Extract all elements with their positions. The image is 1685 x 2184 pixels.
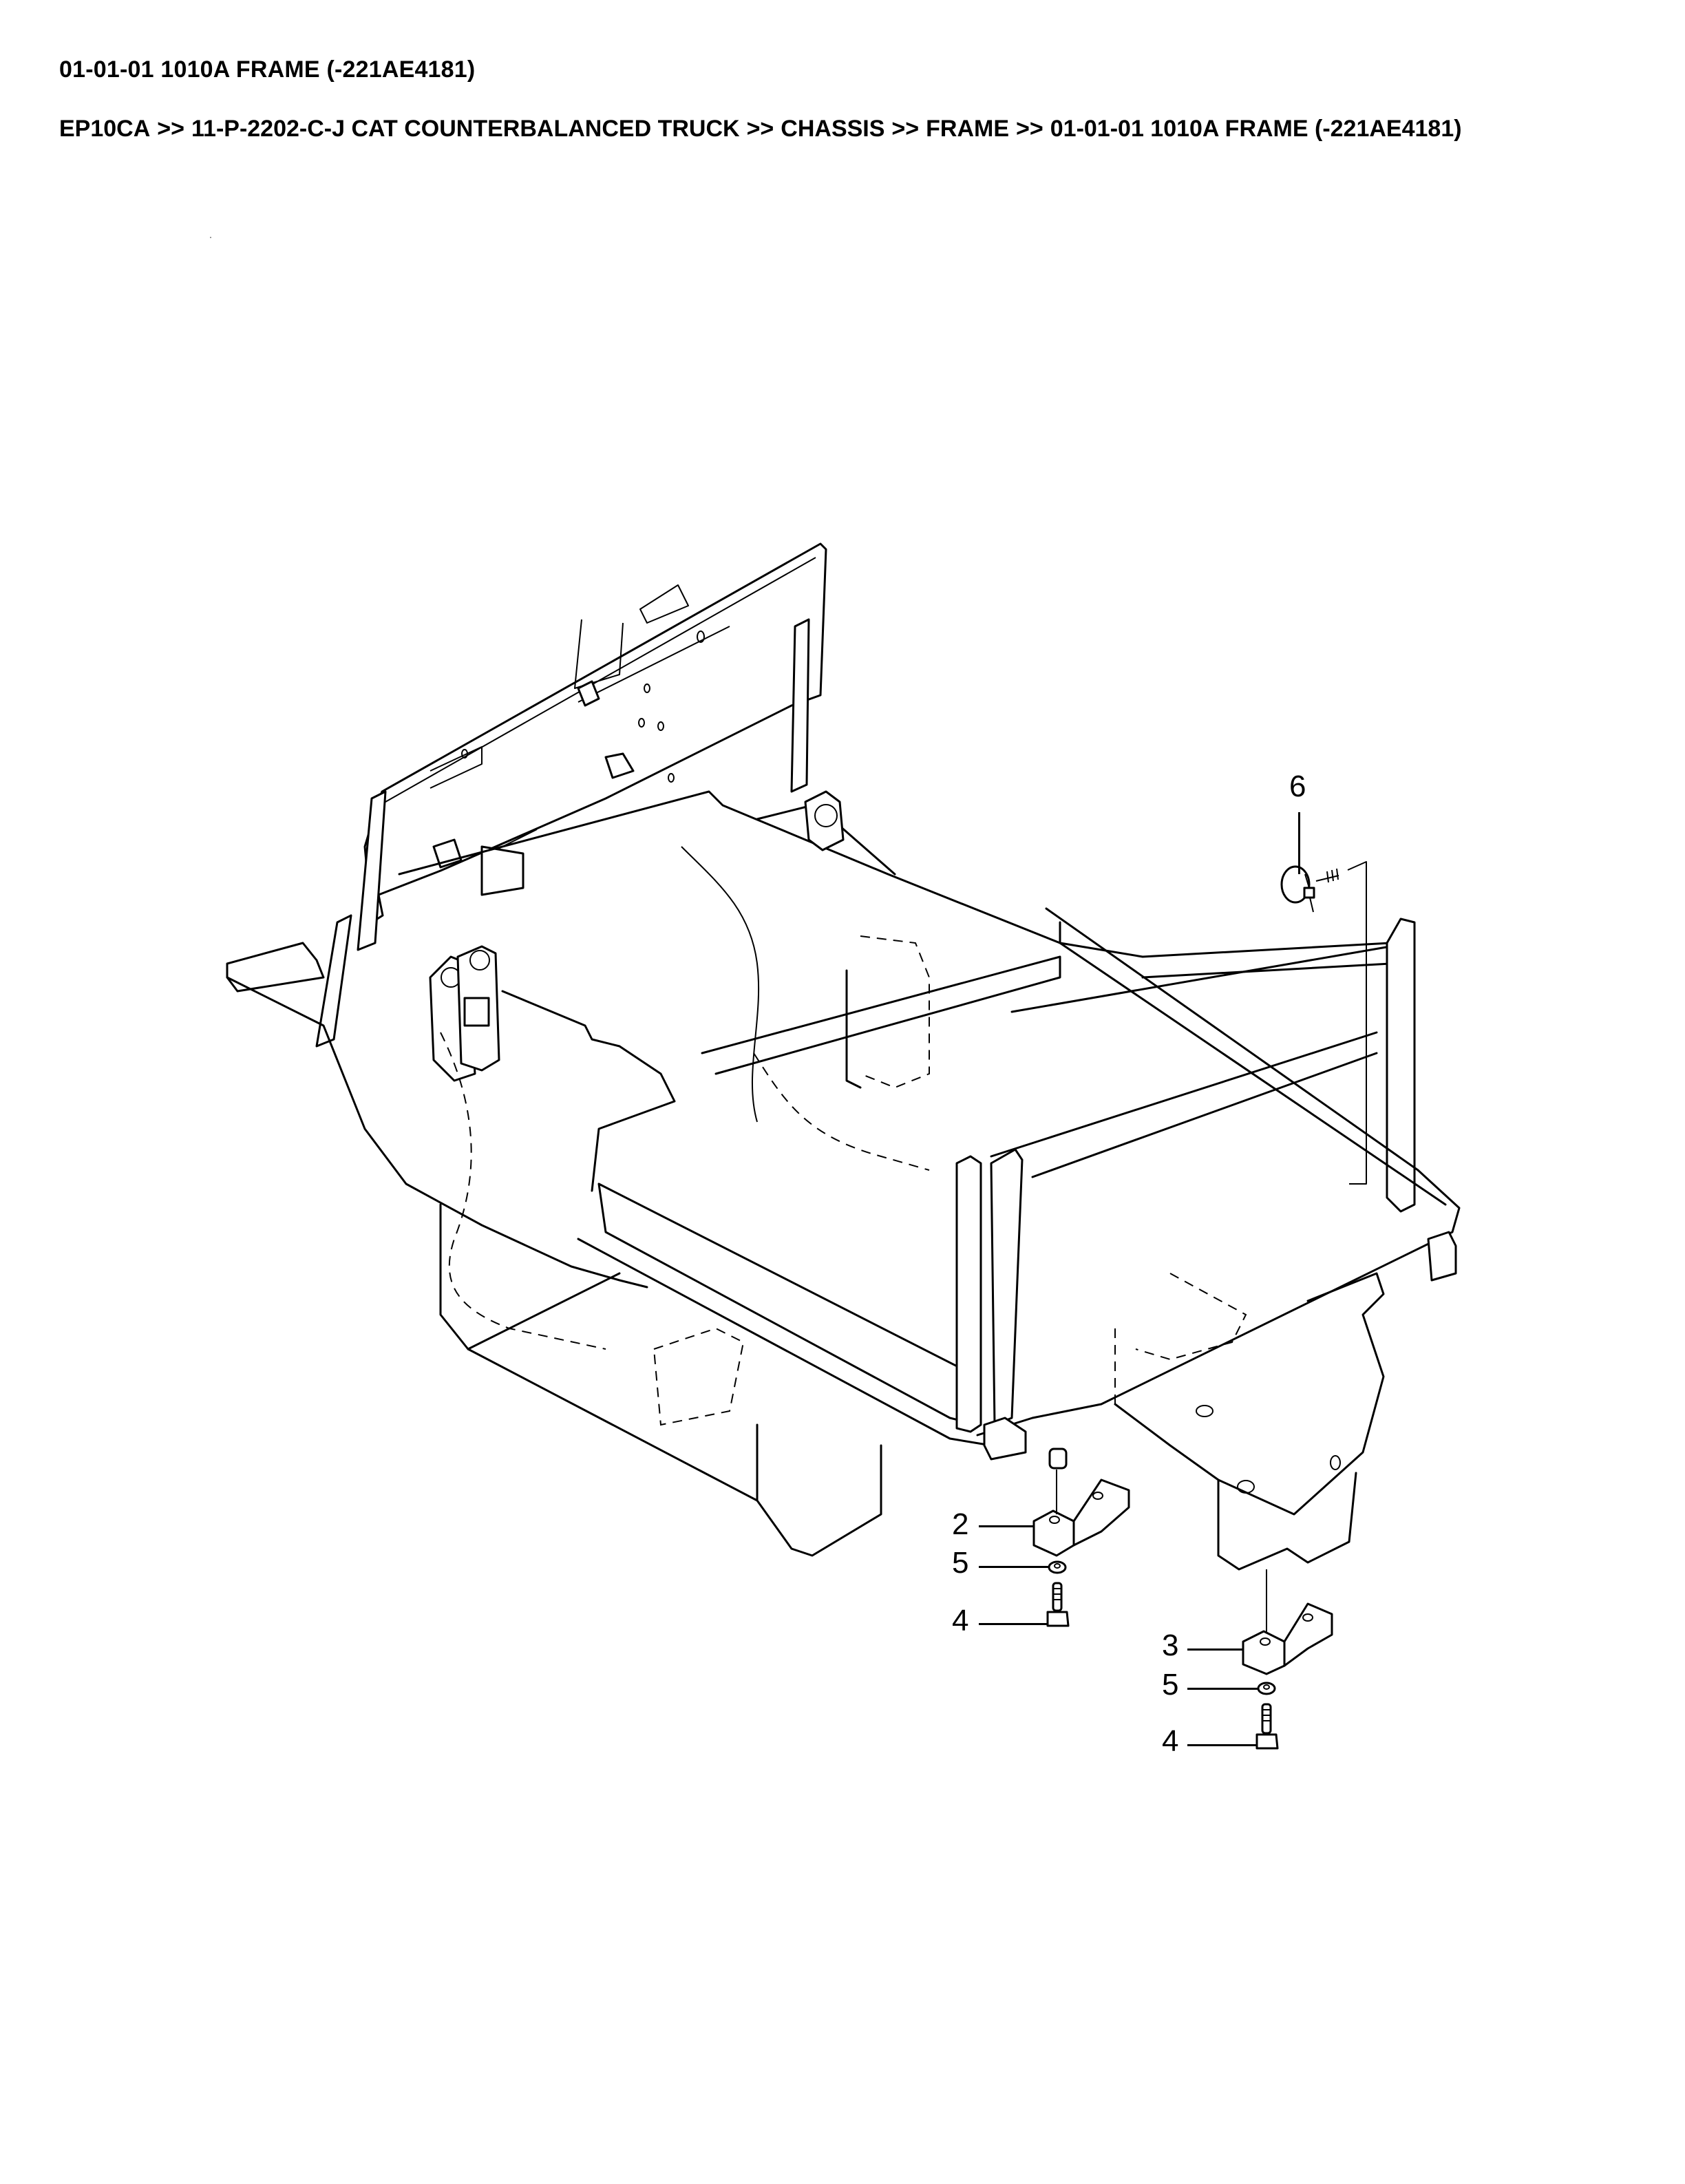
breadcrumb-item-chassis[interactable]: CHASSIS (781, 116, 885, 142)
page-title: 01-01-01 1010A FRAME (-221AE4181) (59, 56, 476, 83)
callout-3-leader (1187, 1648, 1243, 1651)
callout-5-right-leader (1187, 1688, 1258, 1690)
frame-body-icon (226, 790, 1461, 1571)
callout-3[interactable]: 3 (1162, 1629, 1179, 1662)
breadcrumb-item-frame[interactable]: FRAME (926, 116, 1010, 142)
breadcrumb-separator: >> (157, 116, 184, 142)
mount-block-right-icon (1242, 1569, 1333, 1675)
callout-5-left[interactable]: 5 (952, 1546, 969, 1580)
callout-4-left-leader (979, 1623, 1048, 1625)
breadcrumb-separator: >> (746, 116, 774, 142)
breadcrumb-separator: >> (891, 116, 920, 142)
lock-washer-icon (1048, 1560, 1067, 1574)
cable-clamp-icon (1280, 861, 1367, 1185)
callout-5-right[interactable]: 5 (1162, 1668, 1179, 1701)
callout-6[interactable]: 6 (1289, 770, 1306, 803)
callout-2[interactable]: 2 (952, 1507, 969, 1541)
callout-4-left[interactable]: 4 (952, 1604, 969, 1637)
callout-5-left-leader (979, 1566, 1049, 1568)
lock-washer-icon (1257, 1682, 1276, 1695)
callout-4-right[interactable]: 4 (1162, 1724, 1179, 1758)
breadcrumb-item-model[interactable]: EP10CA (59, 116, 151, 142)
rear-panel-icon (315, 542, 827, 1048)
hex-bolt-icon (1255, 1703, 1279, 1750)
hex-bolt-icon (1046, 1582, 1070, 1627)
callout-2-leader (979, 1525, 1034, 1527)
callout-4-right-leader (1187, 1744, 1257, 1746)
breadcrumb-item-current: 01-01-01 1010A FRAME (-221AE4181) (1050, 116, 1462, 142)
breadcrumb-separator: >> (1016, 116, 1043, 142)
breadcrumb: EP10CA>>11-P-2202-C-J CAT COUNTERBALANCE… (59, 116, 1462, 142)
callout-6-leader (1298, 812, 1300, 874)
breadcrumb-item-truck[interactable]: 11-P-2202-C-J CAT COUNTERBALANCED TRUCK (191, 116, 740, 142)
mount-block-left-icon (1032, 1470, 1130, 1557)
